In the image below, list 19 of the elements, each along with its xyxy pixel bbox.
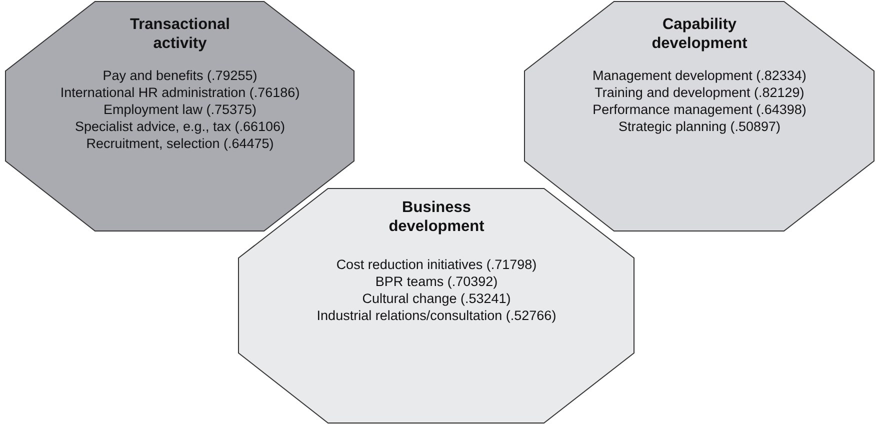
octagon-shape (524, 1, 875, 232)
list-item: Performance management (.64398) (592, 101, 806, 118)
list-item: Pay and benefits (.79255) (102, 67, 258, 84)
heading: Capability development (650, 15, 748, 53)
list-item: Employment law (.75375) (103, 101, 257, 118)
list-item: Strategic planning (.50897) (618, 118, 781, 135)
heading: Business development (388, 198, 486, 236)
heading: Transactional activity (129, 15, 231, 53)
list-item: Training and development (.82129) (594, 84, 804, 101)
list-item: International HR administration (.76186) (60, 84, 300, 101)
list-item: Cultural change (.53241) (362, 290, 511, 307)
octagon-shape (5, 1, 355, 232)
list-item: BPR teams (.70392) (375, 273, 498, 290)
octagon-shape (238, 188, 635, 424)
list-item: Cost reduction initiatives (.71798) (336, 256, 537, 273)
list-item: Management development (.82334) (592, 67, 806, 84)
list-item: Specialist advice, e.g., tax (.66106) (74, 118, 286, 135)
list-item: Recruitment, selection (.64475) (86, 135, 274, 152)
list-item: Industrial relations/consultation (.52766) (316, 307, 556, 324)
